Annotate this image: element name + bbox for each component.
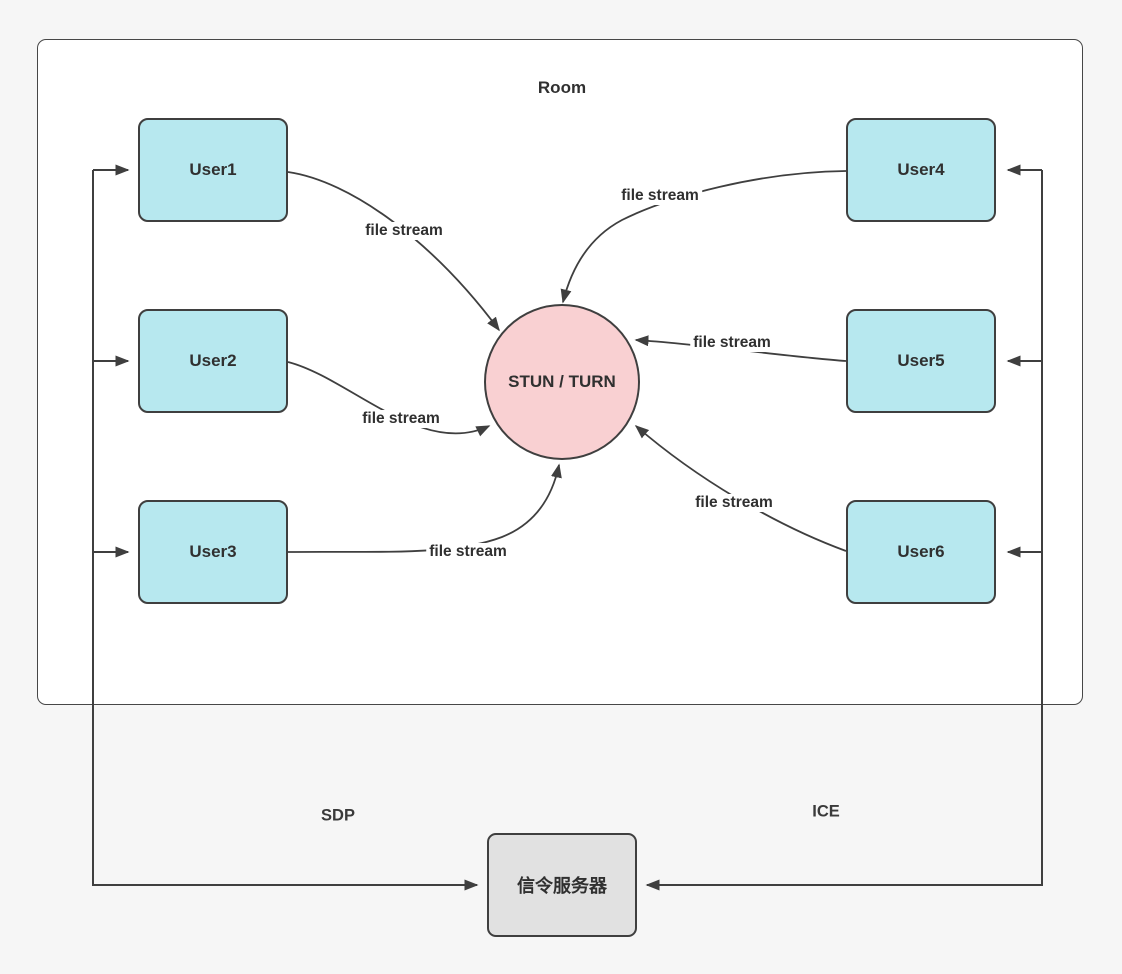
zone-label-sdp: SDP: [321, 806, 355, 825]
edge-label-user5-stream: file stream: [690, 334, 774, 352]
node-user3[interactable]: User3: [138, 500, 288, 604]
node-user2-label: User2: [189, 351, 237, 370]
node-stun-turn-label: STUN / TURN: [508, 372, 616, 391]
node-user6[interactable]: User6: [846, 500, 996, 604]
edge-user4-to-stun[interactable]: [560, 170, 847, 304]
edge-label-user6-stream: file stream: [692, 494, 776, 512]
edge-label-user4-stream: file stream: [618, 187, 702, 205]
node-user5[interactable]: User5: [846, 309, 996, 413]
edge-user3-to-stun[interactable]: [287, 463, 562, 553]
node-signal-server[interactable]: 信令服务器: [487, 833, 637, 937]
node-user5-label: User5: [897, 351, 945, 370]
zone-label-ice: ICE: [812, 802, 840, 821]
edge-label-user3-stream: file stream: [426, 543, 510, 561]
node-user2[interactable]: User2: [138, 309, 288, 413]
node-user6-label: User6: [897, 542, 945, 561]
edge-label-user1-stream: file stream: [362, 222, 446, 240]
edge-left-trunk-to-signal-server[interactable]: [92, 170, 479, 891]
node-user3-label: User3: [189, 542, 237, 561]
edge-user6-to-stun[interactable]: [634, 425, 847, 552]
edge-label-user2-stream: file stream: [359, 410, 443, 428]
node-user4-label: User4: [897, 160, 945, 179]
edge-user1-to-stun[interactable]: [287, 171, 500, 332]
edge-right-trunk-to-signal-server[interactable]: [645, 170, 1043, 891]
node-user1-label: User1: [189, 160, 237, 179]
node-user1[interactable]: User1: [138, 118, 288, 222]
node-user4[interactable]: User4: [846, 118, 996, 222]
room-title: Room: [537, 78, 587, 97]
node-signal-server-label: 信令服务器: [517, 876, 607, 896]
node-stun-turn[interactable]: STUN / TURN: [484, 304, 640, 460]
